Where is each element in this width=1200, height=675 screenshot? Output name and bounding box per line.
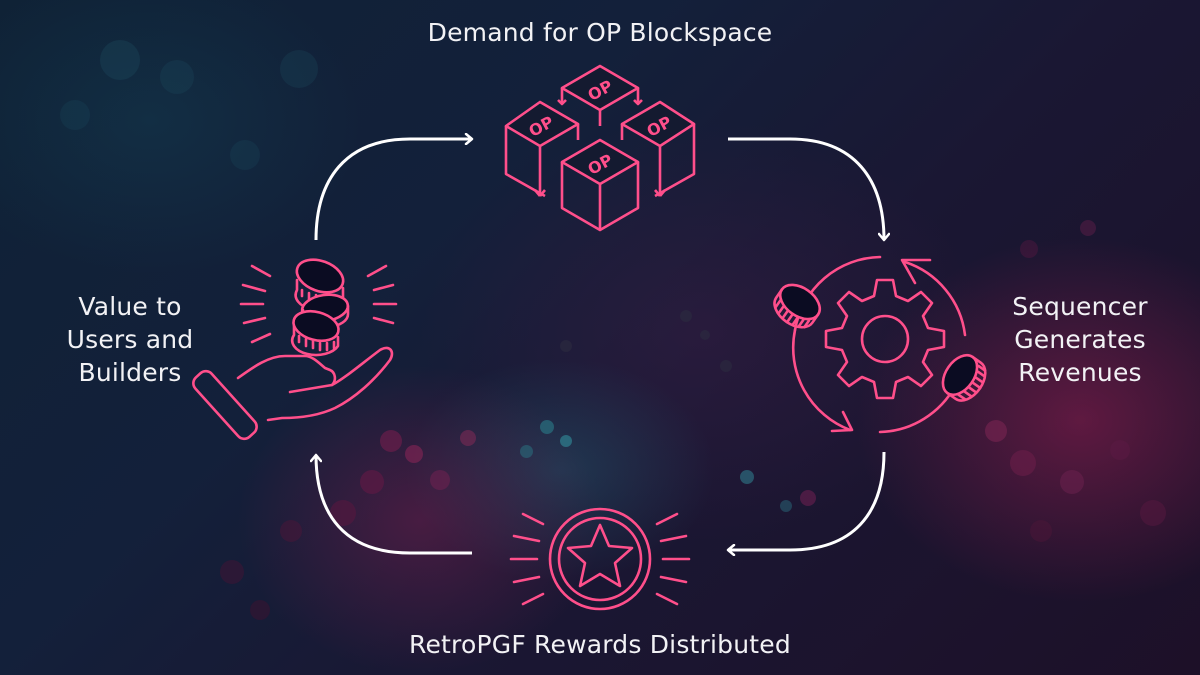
node-label-sequencer: Sequencer Generates Revenues [1012, 292, 1148, 387]
hand-coins-icon [192, 258, 398, 441]
node-label-retropgf: RetroPGF Rewards Distributed [409, 630, 791, 659]
node-label-value: Value to Users and Builders [66, 292, 194, 387]
gear-coins-cycle-icon [773, 255, 987, 434]
arrow-demand-to-sequencer [728, 137, 884, 240]
star-badge-icon [509, 507, 691, 611]
arrow-value-to-demand [314, 139, 472, 241]
node-label-demand: Demand for OP Blockspace [427, 18, 773, 47]
arrow-retropgf-to-value [316, 455, 472, 555]
arrow-sequencer-to-retropgf [728, 451, 886, 550]
op-blocks-icon: OP OP OP OP [504, 64, 696, 232]
